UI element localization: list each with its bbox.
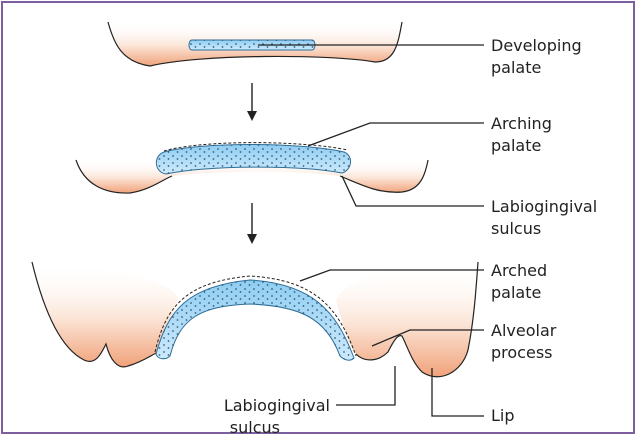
- stage-2-arching: [76, 123, 484, 206]
- stage-3-arched: [32, 262, 484, 416]
- arching-palate-leader: [308, 123, 484, 146]
- label-arching-palate-line2: palate: [491, 135, 552, 157]
- stage-1-developing: [108, 22, 484, 66]
- label-labiogingival-sulcus-mid-line2: sulcus: [491, 218, 597, 240]
- label-developing-palate-line1: Developing: [491, 35, 582, 57]
- label-developing-palate: Developing palate: [491, 35, 582, 79]
- label-labiogingival-sulcus-bottom-line2: sulcus: [190, 417, 330, 438]
- label-labiogingival-sulcus-mid-line1: Labiogingival: [491, 196, 597, 218]
- label-arched-palate: Arched palate: [491, 260, 547, 304]
- label-alveolar-process: Alveolar process: [491, 320, 556, 364]
- stage-3-tissue-right: [336, 262, 478, 377]
- label-labiogingival-sulcus-bottom-line1: Labiogingival: [190, 395, 330, 417]
- label-labiogingival-sulcus-mid: Labiogingival sulcus: [491, 196, 597, 240]
- label-arched-palate-line1: Arched: [491, 260, 547, 282]
- label-developing-palate-line2: palate: [491, 57, 582, 79]
- label-arched-palate-line2: palate: [491, 282, 547, 304]
- label-arching-palate: Arching palate: [491, 113, 552, 157]
- stage-3-tissue-left: [32, 262, 178, 367]
- label-alveolar-process-line1: Alveolar: [491, 320, 556, 342]
- label-alveolar-process-line2: process: [491, 342, 556, 364]
- label-labiogingival-sulcus-bottom: Labiogingival sulcus: [190, 395, 330, 438]
- labiogingival-sulcus-bottom-leader: [336, 366, 395, 405]
- arrow-1: [247, 83, 257, 121]
- label-arching-palate-line1: Arching: [491, 113, 552, 135]
- arrow-2: [247, 203, 257, 244]
- label-lip: Lip: [491, 405, 515, 427]
